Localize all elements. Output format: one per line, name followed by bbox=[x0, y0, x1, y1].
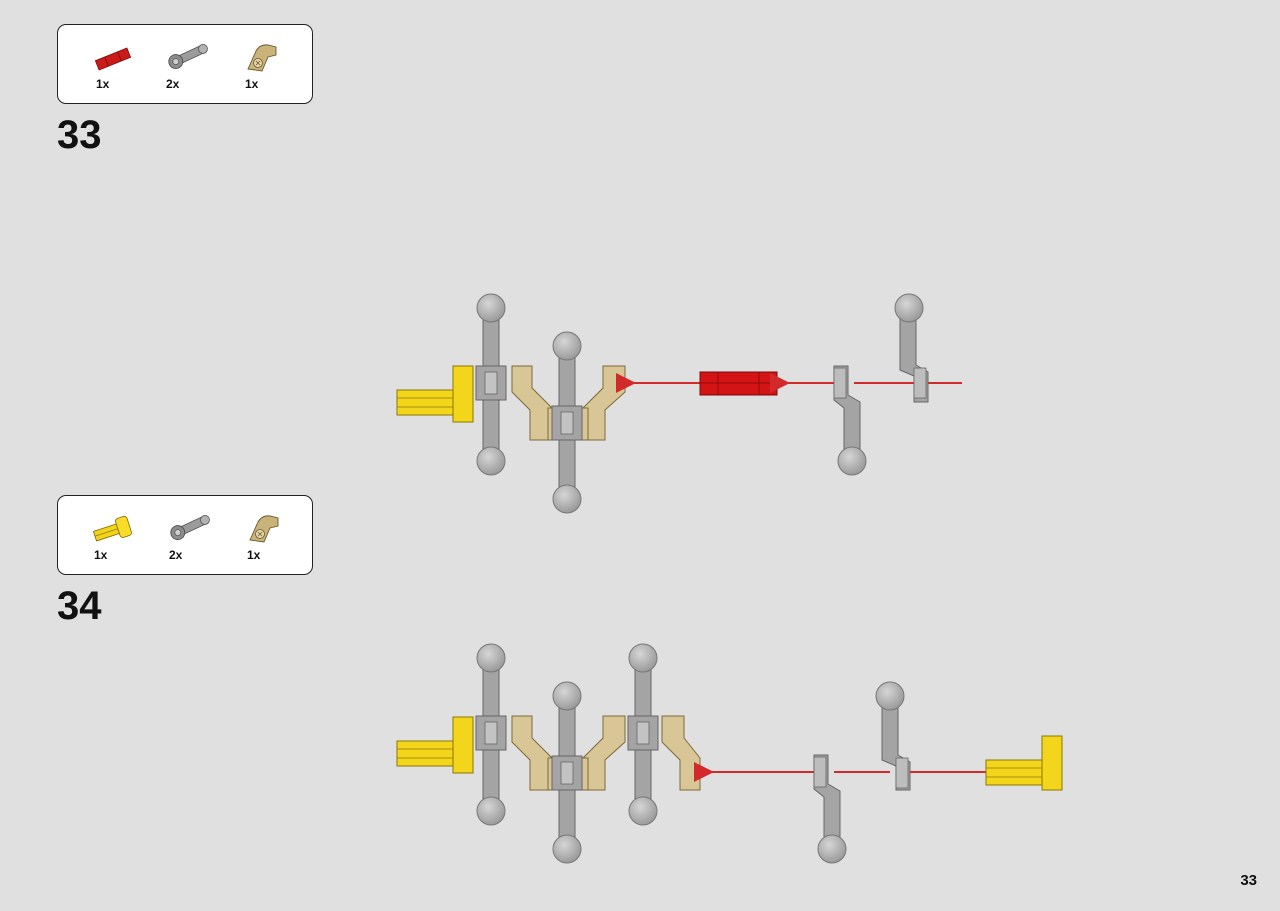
gray-ball-joint-arm-icon bbox=[168, 44, 208, 69]
tan-beam-connector-icon bbox=[249, 515, 279, 543]
step-number: 33 bbox=[57, 113, 102, 157]
part-qty: 1x bbox=[247, 548, 261, 562]
gray-ball-joint-arm bbox=[813, 754, 847, 864]
tan-beam-connector bbox=[511, 715, 553, 791]
yellow-axle-pin bbox=[396, 365, 474, 423]
part-qty: 1x bbox=[96, 77, 110, 91]
red-axle-connector bbox=[699, 371, 778, 396]
part-qty: 1x bbox=[245, 77, 259, 91]
gray-ball-joint-arm bbox=[551, 331, 583, 514]
tan-beam-connector bbox=[661, 715, 701, 791]
gray-ball-joint-arm bbox=[875, 681, 911, 791]
step-33-assembly bbox=[396, 293, 962, 514]
step-number: 34 bbox=[57, 584, 102, 628]
tan-beam-connector bbox=[582, 715, 626, 791]
part-qty: 1x bbox=[94, 548, 108, 562]
gray-ball-joint-arm bbox=[551, 681, 583, 864]
tan-beam-connector bbox=[582, 365, 626, 441]
tan-beam-connector-icon bbox=[247, 44, 277, 72]
red-axle-connector-icon bbox=[94, 47, 132, 71]
parts-callout-step-33: 1x 2x 1x bbox=[57, 24, 313, 104]
gray-ball-joint-arm bbox=[627, 643, 659, 826]
yellow-axle-pin-icon bbox=[92, 515, 132, 542]
gray-ball-joint-arm bbox=[894, 293, 929, 403]
gray-ball-joint-arm-icon bbox=[170, 515, 210, 540]
yellow-axle-pin bbox=[985, 735, 1063, 791]
gray-ball-joint-arm bbox=[833, 365, 867, 476]
yellow-axle-pin bbox=[396, 716, 474, 774]
parts-callout-step-34: 1x 2x 1x bbox=[57, 495, 313, 575]
step-34-assembly bbox=[396, 643, 1063, 864]
part-qty: 2x bbox=[169, 548, 183, 562]
part-qty: 2x bbox=[166, 77, 180, 91]
gray-ball-joint-arm bbox=[475, 293, 507, 476]
page-number: 33 bbox=[1240, 872, 1257, 889]
gray-ball-joint-arm bbox=[475, 643, 507, 826]
tan-beam-connector bbox=[511, 365, 553, 441]
